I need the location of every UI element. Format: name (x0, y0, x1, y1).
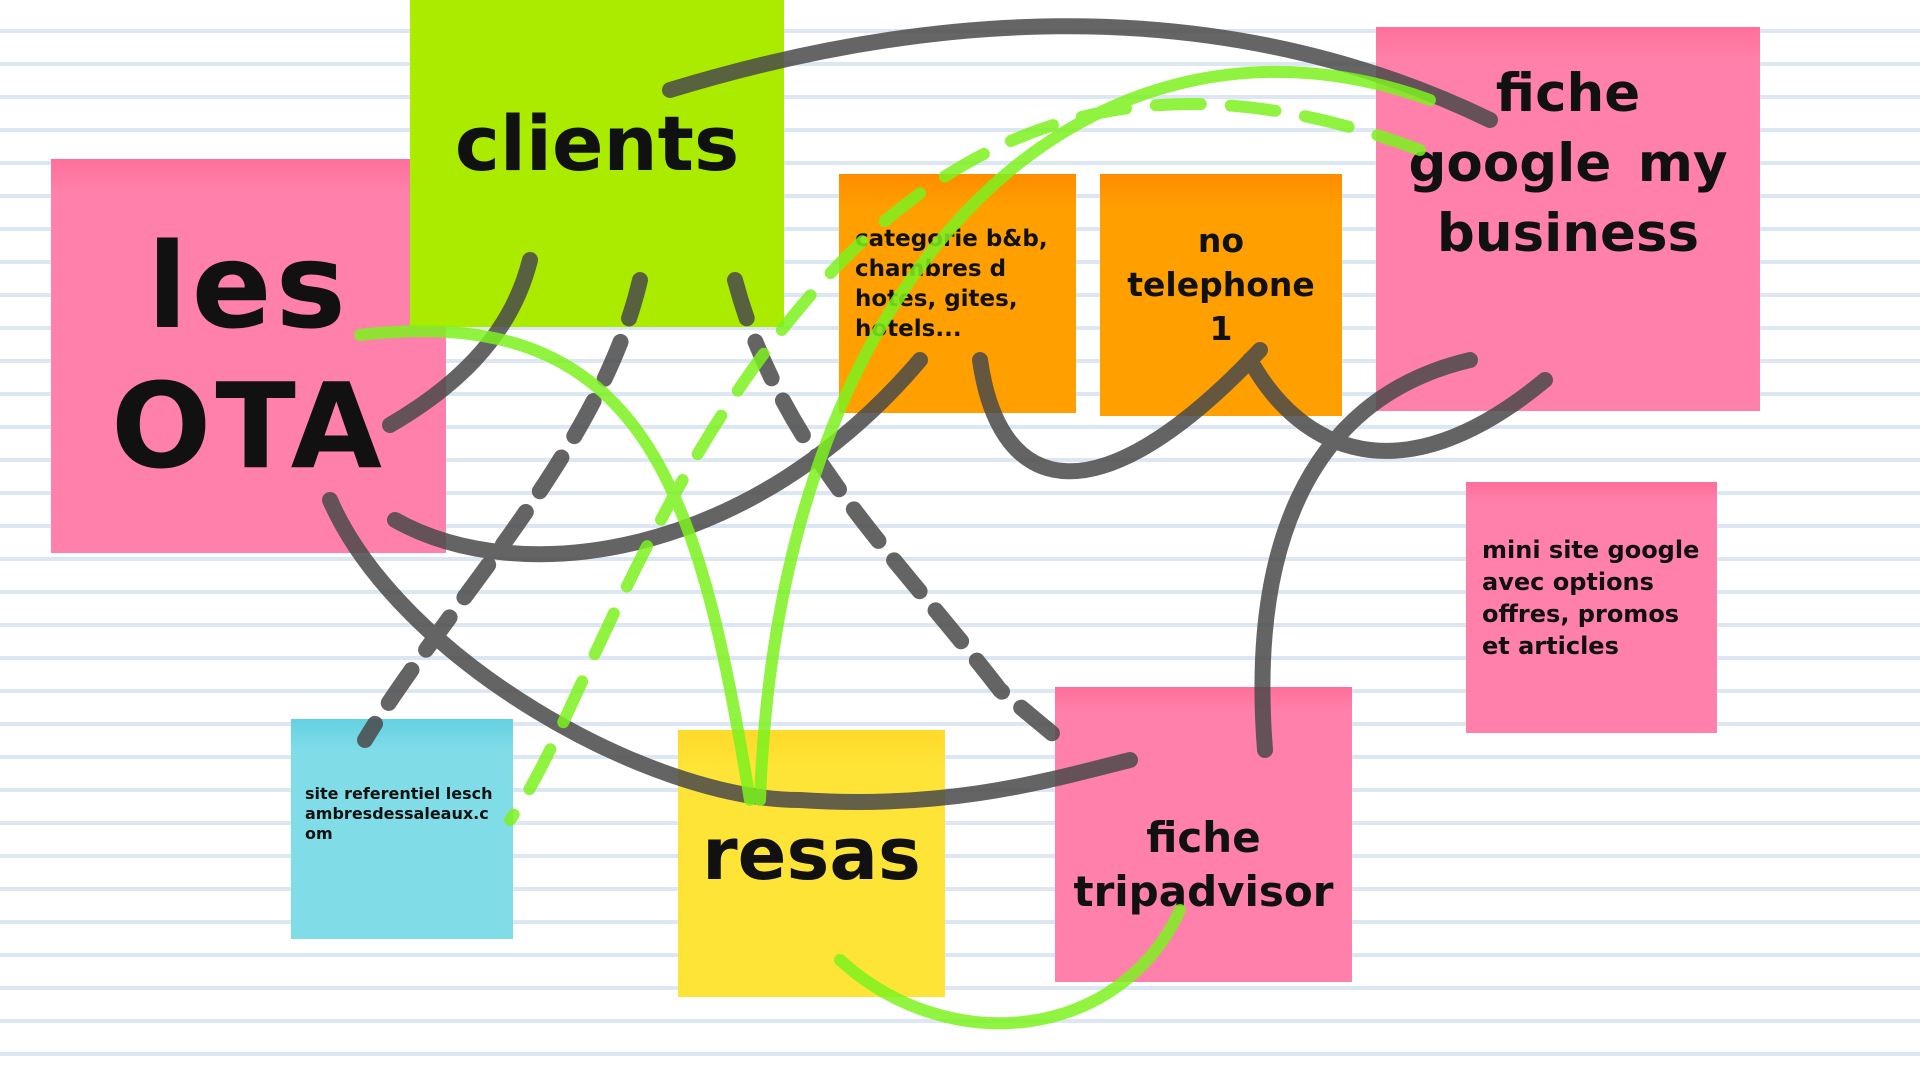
note-google-text: fiche google my business (1408, 63, 1728, 264)
arrow-clients-to-google (662, 18, 1498, 128)
note-categorie[interactable]: categorie b&b, chambres d hotes, gites, … (839, 174, 1076, 413)
note-google-my-business[interactable]: fiche google my business (1376, 27, 1760, 411)
note-clients[interactable]: clients (410, 0, 784, 327)
note-site-referentiel-text: site referentiel leschambresdessaleaux.c… (305, 784, 493, 843)
note-categorie-text: categorie b&b, chambres d hotes, gites, … (855, 225, 1048, 342)
note-telephone-text: no telephone 1 (1127, 221, 1315, 348)
note-resas-text: resas (702, 811, 921, 896)
note-les-ota-line2: OTA (111, 357, 386, 495)
note-clients-text: clients (454, 99, 740, 188)
note-mini-site-text: mini site google avec options offres, pr… (1482, 535, 1700, 660)
note-tripadvisor-text: fiche tripadvisor (1073, 812, 1334, 916)
note-resas[interactable]: resas (678, 730, 945, 997)
note-tripadvisor[interactable]: fiche tripadvisor (1055, 687, 1352, 982)
note-les-ota[interactable]: les OTA (51, 159, 446, 553)
note-site-referentiel[interactable]: site referentiel leschambresdessaleaux.c… (291, 719, 513, 939)
note-mini-site[interactable]: mini site google avec options offres, pr… (1466, 482, 1717, 733)
note-les-ota-line1: les (147, 217, 350, 355)
note-telephone[interactable]: no telephone 1 (1100, 174, 1342, 416)
